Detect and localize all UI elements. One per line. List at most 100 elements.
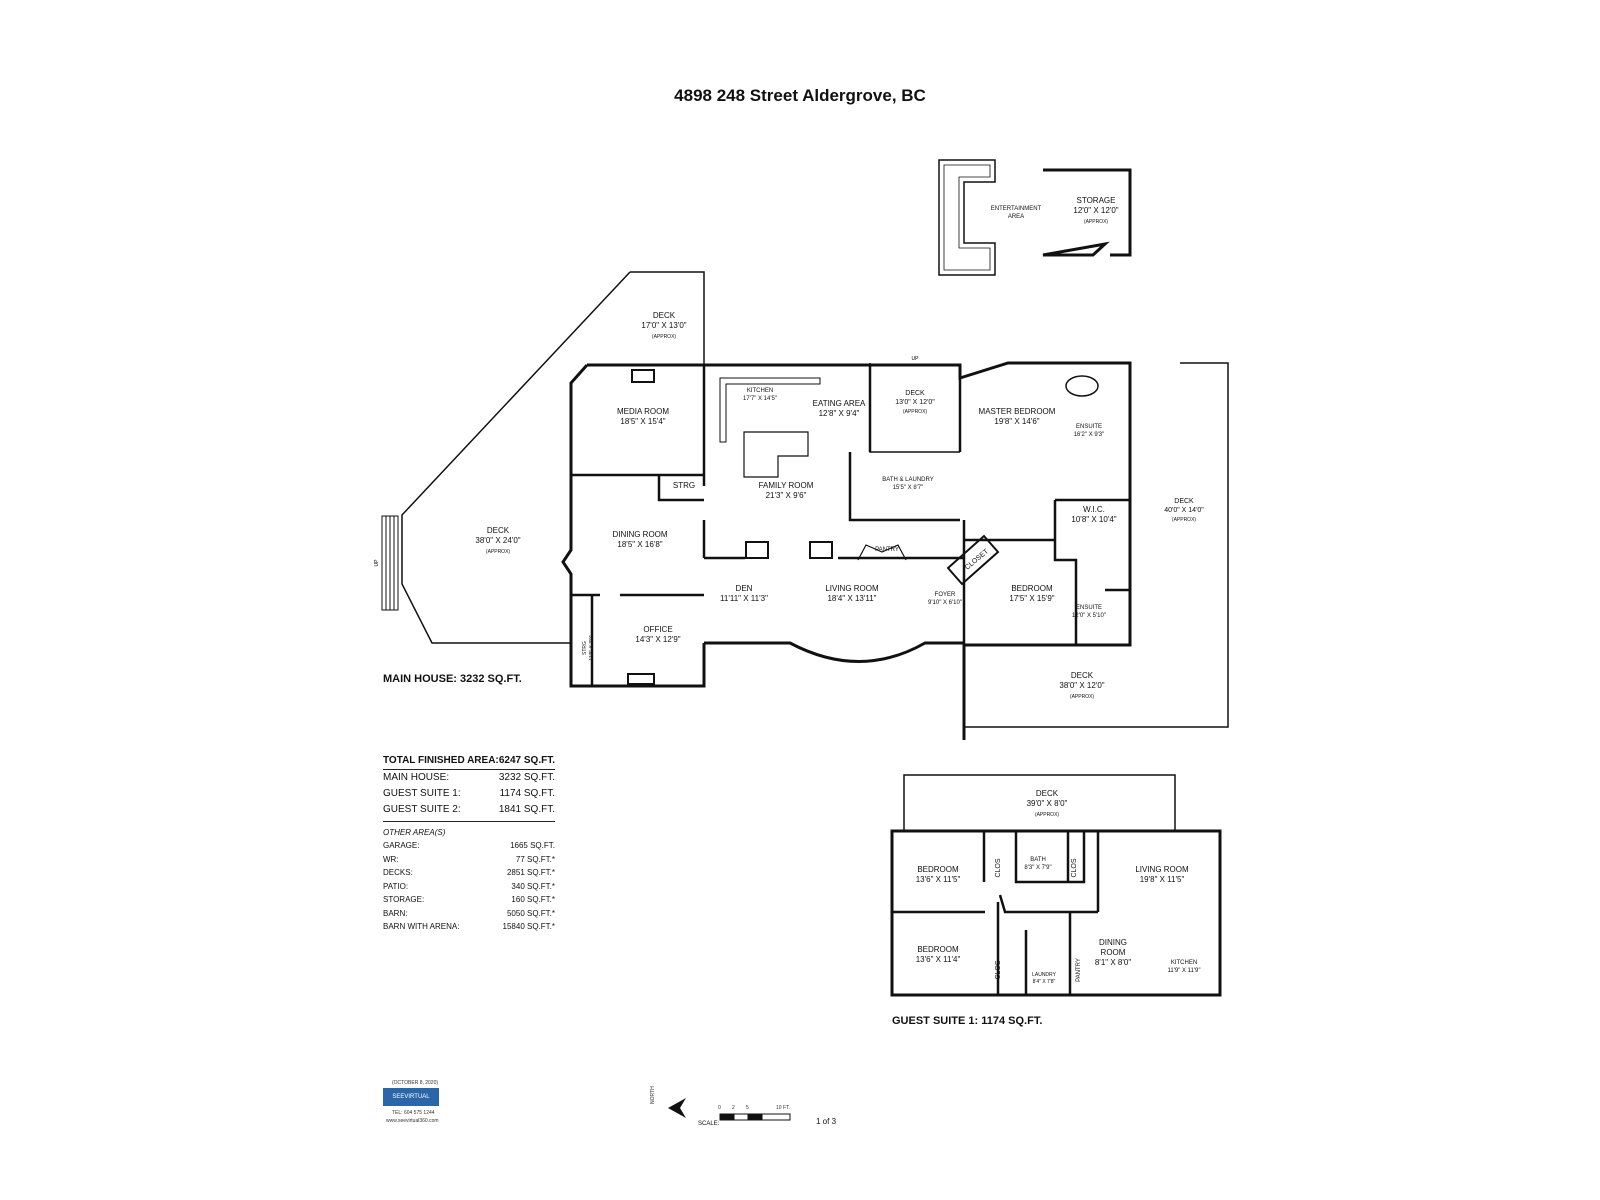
- room-label-text: 14'3" X 12'9": [635, 635, 680, 644]
- room-label-text: ENSUITE: [1076, 605, 1102, 611]
- room-label-text: ENTERTAINMENT: [991, 206, 1042, 212]
- north-arrow-icon: [668, 1098, 686, 1118]
- north-label: NORTH: [650, 1086, 656, 1104]
- other-area-row: STORAGE:160 SQ.FT.*: [383, 895, 555, 904]
- room-label-text: FOYER: [935, 592, 956, 598]
- room-label-text: STRG: [673, 481, 695, 490]
- room-label: CLOS: [995, 960, 1002, 979]
- room-label-text: 16'2" X 9'3": [1074, 432, 1105, 438]
- room-label-text: 39'0" X 8'0": [1027, 799, 1068, 808]
- fireplace-media: [631, 369, 655, 383]
- guest-suite-caption: GUEST SUITE 1: 1174 SQ.FT.: [892, 1015, 1043, 1027]
- room-label-text: KITCHEN: [747, 388, 773, 394]
- room-label-text: 19'8" X 11'5": [1140, 875, 1185, 884]
- room-label-text: DINING ROOM: [612, 530, 667, 539]
- scale-bar: [719, 1113, 791, 1121]
- suite-exterior: [890, 829, 1222, 997]
- room-label: PANTRY: [1076, 958, 1082, 982]
- suite-deck-outline: [903, 774, 1176, 831]
- room-label-text: 8'1" X 8'0": [1095, 958, 1131, 967]
- room-label-text: STORAGE: [1077, 196, 1116, 205]
- room-label-text: ROOM: [1101, 948, 1126, 957]
- scale-tick: 10 FT.: [776, 1105, 790, 1111]
- entertainment-area-counter: [943, 164, 991, 271]
- room-label-text: (APPROX): [1035, 812, 1060, 818]
- footer-website: www.seevirtual360.com: [386, 1118, 439, 1124]
- room-label-text: BEDROOM: [1011, 584, 1053, 593]
- room-label-text: LIVING ROOM: [1135, 865, 1189, 874]
- room-label-text: W.I.C.: [1083, 505, 1105, 514]
- room-label-text: CLOS: [995, 960, 1002, 979]
- footer-phone: TEL: 604 575 1244: [392, 1110, 435, 1116]
- room-label-text: BEDROOM: [917, 865, 959, 874]
- room-label-text: PANTRY: [875, 547, 899, 553]
- room-label-text: 12'0" X 12'0": [1073, 206, 1118, 215]
- total-area-row: TOTAL FINISHED AREA: 6247 SQ.FT.: [383, 753, 555, 770]
- room-label-text: 10'8" X 10'4": [1071, 515, 1116, 524]
- room-label-text: DECK: [487, 526, 510, 535]
- room-label-text: DECK: [1174, 498, 1194, 505]
- room-label-text: BATH: [1030, 857, 1046, 863]
- room-label-text: DECK: [1036, 789, 1059, 798]
- scale-tick: 0: [718, 1105, 721, 1111]
- room-label-text: LAUNDRY: [1032, 972, 1056, 978]
- room-label-text: DINING: [1099, 938, 1127, 947]
- room-label-text: 38'0" X 24'0": [475, 536, 520, 545]
- area-row-guest-suite-2: GUEST SUITE 2: 1841 SQ.FT.: [383, 804, 555, 815]
- room-label-text: 17'5" X 15'9": [1009, 594, 1054, 603]
- entertainment-area-outline: [938, 159, 996, 276]
- room-label-text: 19'8" X 14'6": [994, 417, 1039, 426]
- room-label-text: STRG: [582, 641, 588, 655]
- room-label-text: AREA: [1008, 214, 1024, 220]
- up-label: UP: [374, 559, 380, 567]
- fireplace-office: [627, 673, 655, 685]
- scale-label: SCALE:: [698, 1121, 720, 1127]
- room-label-text: EATING AREA: [813, 399, 866, 408]
- room-label-text: BATH & LAUNDRY: [882, 477, 933, 483]
- room-label-text: 15'5" X 8'7": [893, 485, 924, 491]
- other-area-row: WR:77 SQ.FT.*: [383, 854, 555, 864]
- other-area-row: GARAGE:1665 SQ.FT.: [383, 841, 555, 850]
- room-label-text: (APPROX): [486, 549, 511, 555]
- deck-north-outline: [869, 363, 960, 453]
- kitchen-counter: [719, 377, 821, 443]
- room-label-text: (APPROX): [1172, 517, 1197, 523]
- area-row-main-house: MAIN HOUSE: 3232 SQ.FT.: [383, 772, 555, 783]
- other-area-row: PATIO:340 SQ.FT.*: [383, 881, 555, 891]
- up-label: UP: [912, 356, 920, 362]
- room-label: CLOS: [995, 858, 1002, 877]
- room-label-text: (APPROX): [1084, 219, 1109, 225]
- company-logo: SEEVIRTUAL: [383, 1088, 439, 1106]
- main-house-south-wall: [704, 641, 964, 663]
- room-label-text: 11'11" X 11'3": [720, 594, 768, 603]
- room-label-text: MASTER BEDROOM: [979, 407, 1056, 416]
- room-label-text: DECK: [1071, 671, 1094, 680]
- room-label-text: CLOS: [995, 858, 1002, 877]
- suite-interior-walls: [892, 831, 1100, 995]
- scale-tick: 2: [732, 1105, 735, 1111]
- other-area-row: DECKS:2851 SQ.FT.*: [383, 868, 555, 877]
- room-label-text: 11'9" X 11'9": [1167, 968, 1200, 974]
- room-label-text: FAMILY ROOM: [759, 481, 814, 490]
- room-label-text: 18'4" X 13'11": [827, 594, 876, 603]
- room-label: STRG: [673, 481, 695, 490]
- kitchen-island: [743, 431, 809, 478]
